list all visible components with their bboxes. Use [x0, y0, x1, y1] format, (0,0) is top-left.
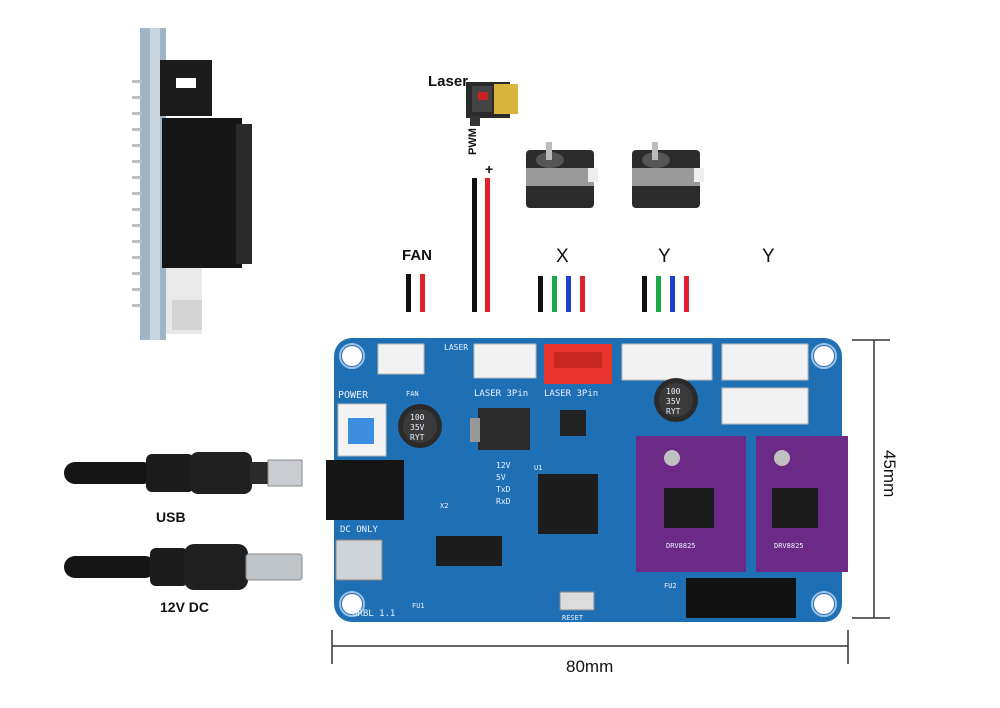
silk-laser-top: LASER [444, 343, 468, 352]
laser-wire-red [485, 178, 490, 312]
silk-dc-only: DC ONLY [340, 525, 379, 535]
laser-connector-white [473, 343, 537, 379]
laser-wire-black [472, 178, 477, 312]
plus-label: + [485, 161, 493, 177]
silk-fan-small: FAN [406, 390, 419, 398]
dc-cable-icon [64, 544, 303, 590]
silk-grbl: GRBL 1.1 [352, 609, 395, 619]
y-axis-label-1: Y [658, 246, 671, 267]
silk-cap-b-1: 100 [666, 387, 681, 396]
laser-label: Laser [428, 73, 468, 90]
silk-drv-b: DRV8825 [774, 542, 804, 550]
silk-cap-b-2: 35V [666, 397, 681, 406]
dc-label: 12V DC [160, 599, 209, 615]
y-wire-red [684, 276, 689, 312]
pcb-board: POWER LASER FAN LASER 3Pin LASER 3Pin 10… [326, 338, 848, 622]
stepper-motor-x-icon [526, 142, 598, 208]
y-wire-green [656, 276, 661, 312]
dc-jack-socket [326, 460, 404, 520]
silk-laser3pin-b: LASER 3Pin [544, 389, 598, 399]
silk-cap-a-3: RYT [410, 433, 425, 442]
silk-led-5v: 5V [496, 473, 506, 482]
mini-usb-socket [335, 539, 383, 581]
silk-led-txd: TxD [496, 485, 511, 494]
y-wire-black [642, 276, 647, 312]
silk-power: POWER [338, 390, 369, 401]
x-connector [621, 343, 713, 381]
y-connector-1 [721, 343, 809, 381]
reset-button [559, 591, 595, 611]
pin-header [686, 578, 796, 618]
fan-wire-red [420, 274, 425, 312]
silk-led-rxd: RxD [496, 497, 511, 506]
fan-connector [377, 343, 425, 375]
silk-cap-b-3: RYT [666, 407, 681, 416]
usb-chip [436, 536, 502, 566]
fan-wire-black [406, 274, 411, 312]
usb-cable-icon [64, 452, 303, 494]
silk-laser3pin-a: LASER 3Pin [474, 389, 528, 399]
y-axis-label-2: Y [762, 246, 775, 267]
board-side-view [132, 28, 252, 340]
x-axis-label: X [556, 246, 569, 267]
silk-cap-a-2: 35V [410, 423, 425, 432]
usb-label: USB [156, 509, 186, 525]
silk-led-12v: 12V [496, 461, 511, 470]
silk-drv-a: DRV8825 [666, 542, 696, 550]
x-wire-blue [566, 276, 571, 312]
x-wire-red [580, 276, 585, 312]
silk-fu1: FU1 [412, 602, 425, 610]
fan-label: FAN [402, 247, 432, 264]
y-connector-2 [721, 387, 809, 425]
height-dimension [852, 339, 890, 619]
x-wire-black [538, 276, 543, 312]
silk-reset: RESET [562, 614, 584, 622]
x-wire-green [552, 276, 557, 312]
mcu-chip [538, 474, 598, 534]
silk-u1: U1 [534, 464, 542, 472]
silk-cap-a-1: 100 [410, 413, 425, 422]
small-chip [560, 410, 586, 436]
height-label: 45mm [880, 450, 899, 497]
width-dimension [331, 630, 849, 664]
silk-x2: X2 [440, 502, 448, 510]
y-wire-blue [670, 276, 675, 312]
stepper-motor-y-icon [632, 142, 704, 208]
pwm-label: PWM [467, 128, 479, 155]
voltage-regulator [478, 408, 530, 450]
width-label: 80mm [566, 657, 613, 676]
laser-module-icon [466, 82, 518, 126]
silk-fu2: FU2 [664, 582, 677, 590]
